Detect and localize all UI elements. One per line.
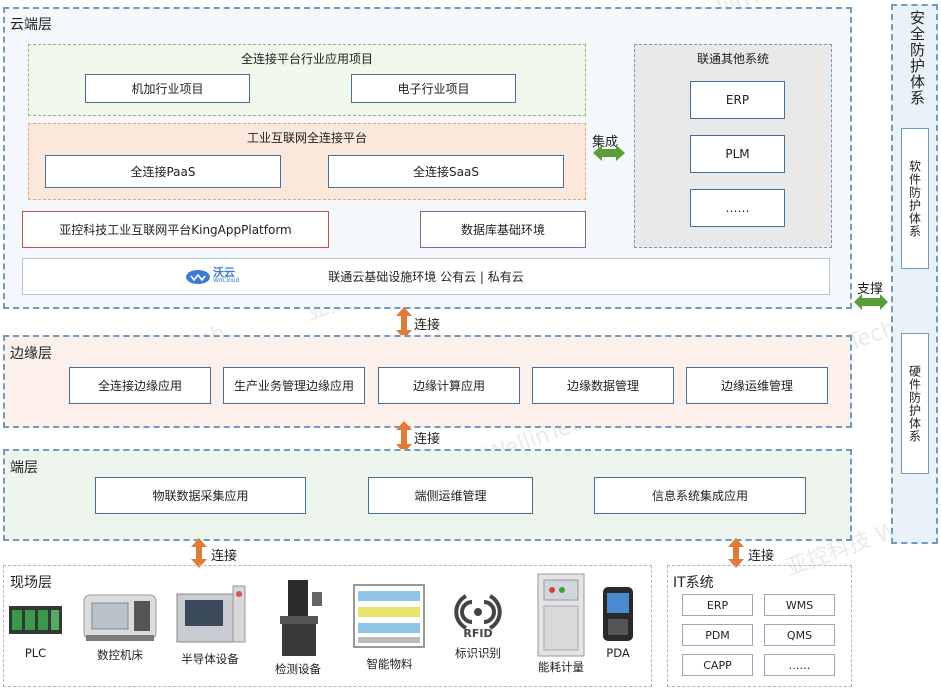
machining-project-box: 机加行业项目 (85, 74, 250, 103)
connect-label: 连接 (414, 432, 441, 447)
connect-arrow-icon (728, 538, 744, 568)
device-label: 半导体设备 (181, 652, 239, 666)
integration-arrow-icon (593, 145, 625, 161)
edge-app-box: 全连接边缘应用 (69, 367, 211, 404)
field-layer-title: 现场层 (10, 575, 52, 591)
paas-box: 全连接PaaS (45, 155, 281, 188)
wocloud-logo-sub: WoCloud (213, 277, 240, 284)
rfid-text: RFID (463, 627, 493, 640)
connect-label: 连接 (414, 318, 441, 333)
it-system-box: QMS (764, 624, 835, 646)
connect-label: 连接 (748, 549, 775, 564)
security-title: 安全防护体系 (908, 10, 926, 106)
field-layer (3, 565, 652, 687)
it-systems-group (667, 565, 852, 687)
hardware-security-box: 硬件防护体系 (901, 333, 929, 474)
device-label: 标识识别 (455, 646, 501, 660)
edge-app-box: 边缘运维管理 (686, 367, 828, 404)
kingapp-platform-box: 亚控科技工业互联网平台KingAppPlatform (22, 211, 329, 248)
platform-title: 工业互联网全连接平台 (246, 131, 367, 145)
other-systems-title: 联通其他系统 (696, 52, 769, 66)
integration-label: 集成 (592, 135, 619, 150)
database-env-box: 数据库基础环境 (420, 211, 586, 248)
saas-box: 全连接SaaS (328, 155, 564, 188)
connect-arrow-icon (191, 538, 207, 568)
it-system-box: WMS (764, 594, 835, 616)
it-system-box: …… (764, 654, 835, 676)
support-arrow-icon (854, 294, 888, 310)
cloud-layer-title: 云端层 (10, 17, 52, 33)
support-label: 支撑 (857, 282, 884, 297)
device-label: PLC (24, 646, 47, 660)
software-security-box: 软件防护体系 (901, 128, 929, 269)
energy-meter-cabinet-icon (537, 573, 585, 657)
electronics-project-box: 电子行业项目 (351, 74, 516, 103)
other-erp-box: ERP (690, 81, 785, 119)
cnc-machine-icon (83, 594, 157, 641)
infra-bar: 联通云基础设施环境 公有云 | 私有云 (22, 258, 830, 295)
connect-arrow-icon (396, 307, 412, 339)
pda-icon (603, 587, 633, 641)
terminal-app-box: 信息系统集成应用 (594, 477, 806, 514)
other-plm-box: PLM (690, 135, 785, 173)
terminal-layer-title: 端层 (10, 460, 38, 476)
edge-app-box: 边缘计算应用 (378, 367, 520, 404)
wocloud-logo: 沃云 WoCloud (185, 264, 245, 288)
wocloud-logo-text: 沃云 (213, 266, 235, 279)
connect-label: 连接 (211, 549, 238, 564)
device-label: 能耗计量 (538, 660, 584, 674)
edge-app-box: 边缘数据管理 (532, 367, 674, 404)
other-more-box: …… (690, 189, 785, 227)
smart-material-rack-icon (353, 584, 425, 648)
device-label: 智能物料 (366, 657, 413, 671)
plc-icon (9, 606, 62, 634)
rfid-icon (454, 594, 502, 630)
infra-label: 联通云基础设施环境 公有云 | 私有云 (328, 270, 524, 284)
it-system-box: PDM (682, 624, 753, 646)
device-label: 检测设备 (275, 662, 321, 676)
connect-arrow-icon (396, 421, 412, 453)
it-system-box: CAPP (682, 654, 753, 676)
industry-apps-title: 全连接平台行业应用项目 (240, 52, 373, 66)
semiconductor-equipment-icon (176, 585, 246, 643)
terminal-app-box: 端侧运维管理 (368, 477, 533, 514)
edge-app-box: 生产业务管理边缘应用 (223, 367, 365, 404)
terminal-app-box: 物联数据采集应用 (95, 477, 306, 514)
it-system-box: ERP (682, 594, 753, 616)
inspection-equipment-icon (280, 580, 322, 656)
device-label: 数控机床 (97, 648, 143, 662)
device-label: PDA (606, 646, 630, 660)
cloud-icon (186, 270, 210, 284)
it-systems-title: IT系统 (673, 575, 714, 591)
edge-layer-title: 边缘层 (10, 346, 52, 362)
